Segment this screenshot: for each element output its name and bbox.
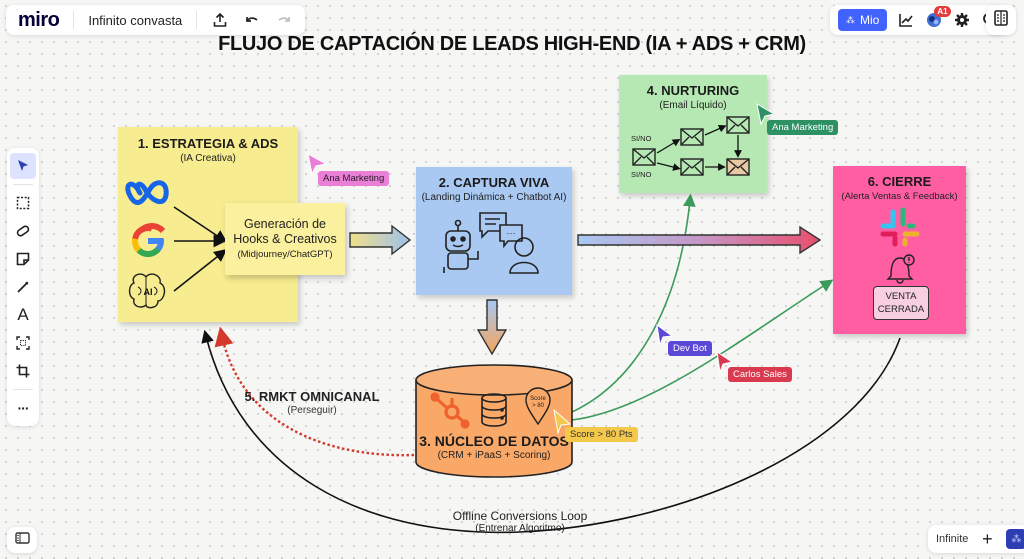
zoom-mode-label[interactable]: Infinite <box>936 533 969 545</box>
slack-icon <box>880 207 920 247</box>
svg-text:···: ··· <box>507 228 516 238</box>
meta-icon <box>125 180 169 205</box>
board-panel-button[interactable] <box>986 5 1016 35</box>
cursor-label: Carlos Sales <box>728 367 792 382</box>
cursor-label: Ana Marketing <box>767 120 839 135</box>
divider <box>13 389 33 390</box>
mio-button[interactable]: ⁂ Mio <box>838 9 888 31</box>
ai-assist-button[interactable]: ⁂ <box>1006 529 1024 549</box>
tool-eraser[interactable] <box>10 218 36 244</box>
cursor-label: Score > 80 Pts <box>565 427 638 442</box>
tool-crop[interactable] <box>10 358 36 384</box>
bell-alert-icon <box>886 254 915 284</box>
arrow-captura-nucleo <box>476 299 508 356</box>
ai-brain-icon: AI <box>128 273 166 309</box>
sticky-nurturing[interactable]: 4. NURTURING (Email Líquido) SI/NO SI/NO <box>619 75 767 193</box>
nurturing-connector[interactable] <box>571 193 696 413</box>
divider <box>13 184 33 185</box>
arrow-estrategia-captura <box>349 224 412 256</box>
redo-icon[interactable] <box>275 11 293 29</box>
chat-bubble-icon: ··· <box>479 212 523 249</box>
estrategia-title: 1. ESTRATEGIA & ADS <box>137 136 279 151</box>
tool-pen[interactable] <box>10 274 36 300</box>
settings-icon[interactable] <box>953 11 971 29</box>
nucleo-title: 3. NÚCLEO DE DATOS <box>419 433 569 449</box>
undo-icon[interactable] <box>243 11 261 29</box>
email-icon <box>680 158 704 176</box>
generacion-title-2: Hooks & Creativos <box>233 232 337 246</box>
svg-text:AI: AI <box>144 287 153 297</box>
upload-icon[interactable] <box>211 11 229 29</box>
email-icon <box>726 116 750 134</box>
left-toolbar: A ··· <box>7 148 39 426</box>
sticky-generacion-hooks[interactable]: Generación de Hooks & Creativos (Midjour… <box>225 203 345 275</box>
branch-label-top: SI/NO <box>631 134 652 143</box>
cierre-subtitle: (Alerta Ventas & Feedback) <box>841 191 958 202</box>
divider <box>196 11 198 29</box>
cierre-title: 6. CIERRE <box>867 174 932 189</box>
sparkle-icon: ⁂ <box>1011 533 1022 545</box>
robot-icon <box>443 219 479 273</box>
venta-line-1: VENTA <box>885 291 917 302</box>
rmkt-title[interactable]: 5. RMKT OMNICANAL <box>244 389 380 404</box>
email-flow-graphics: SI/NO SI/NO <box>631 116 750 179</box>
cierre-graphics <box>880 207 920 284</box>
zoom-controls: Infinite + ⁂ <box>928 525 1024 553</box>
offline-loop-connector[interactable] <box>201 329 901 534</box>
email-icon <box>680 128 704 146</box>
tool-text[interactable]: A <box>17 305 29 324</box>
generacion-title: Generación de <box>243 217 326 231</box>
email-icon <box>726 158 750 176</box>
loop-title[interactable]: Offline Conversions Loop <box>452 509 588 523</box>
nurturing-subtitle: (Email Líquido) <box>659 100 727 111</box>
tool-frame[interactable] <box>10 190 36 216</box>
chatbot-graphics: ··· <box>443 212 539 274</box>
rmkt-connector[interactable] <box>214 326 415 457</box>
tool-shapes[interactable] <box>10 330 36 356</box>
cierre-connector[interactable] <box>571 279 834 421</box>
nurturing-title: 4. NURTURING <box>646 83 740 98</box>
estrategia-graphics: AI <box>125 180 228 309</box>
panel-icon <box>994 9 1008 31</box>
more-tools-icon[interactable]: ··· <box>17 400 30 416</box>
sparkle-icon: ⁂ <box>846 14 855 25</box>
board-name[interactable]: Infinito convasta <box>88 12 183 28</box>
sticky-estrategia-ads[interactable]: 1. ESTRATEGIA & ADS (IA Creativa) AI <box>118 127 298 322</box>
cursor-label: Ana Marketing <box>318 171 390 186</box>
divider <box>73 11 75 29</box>
cursor-label: Dev Bot <box>668 341 712 356</box>
estrategia-subtitle: (IA Creativa) <box>180 153 236 164</box>
user-icon <box>509 237 539 274</box>
miro-logo[interactable]: miro <box>18 8 60 31</box>
google-icon <box>132 223 166 259</box>
loop-subtitle: (Entrenar Algoritmo) <box>475 523 565 534</box>
tool-sticky-note[interactable] <box>10 246 36 272</box>
sticky-captura-viva[interactable]: 2. CAPTURA VIVA (Landing Dinámica + Chat… <box>416 167 572 295</box>
branch-label-bottom: SI/NO <box>631 170 652 179</box>
captura-subtitle: (Landing Dinámica + Chatbot AI) <box>421 192 567 203</box>
diagram-title[interactable]: FLUJO DE CAPTACIÓN DE LEADS HIGH-END (IA… <box>218 33 806 55</box>
top-right-toolbar: ⁂ Mio A1 <box>830 5 1008 35</box>
zoom-in-icon[interactable]: + <box>982 528 993 549</box>
generacion-subtitle: (Midjourney/ChatGPT) <box>237 249 333 260</box>
top-left-toolbar: miro Infinito convasta <box>6 5 306 35</box>
captura-title: 2. CAPTURA VIVA <box>438 175 550 190</box>
collaborators-icon[interactable]: A1 <box>925 6 951 29</box>
mio-label: Mio <box>860 13 880 27</box>
venta-line-2: CERRADA <box>877 304 925 315</box>
rmkt-subtitle: (Perseguir) <box>287 405 337 416</box>
email-icon <box>632 148 656 166</box>
sidebar-icon <box>14 531 30 549</box>
venta-cerrada-label: VENTA CERRADA <box>873 286 929 320</box>
frames-panel-button[interactable] <box>7 527 37 553</box>
sticky-cierre[interactable]: 6. CIERRE (Alerta Ventas & Feedback) VEN… <box>833 166 966 334</box>
analytics-icon[interactable] <box>897 11 915 29</box>
nucleo-subtitle: (CRM + iPaaS + Scoring) <box>437 450 551 461</box>
tool-select[interactable] <box>10 153 36 179</box>
arrow-captura-cierre <box>577 225 822 255</box>
collaborator-badge: A1 <box>934 6 951 17</box>
